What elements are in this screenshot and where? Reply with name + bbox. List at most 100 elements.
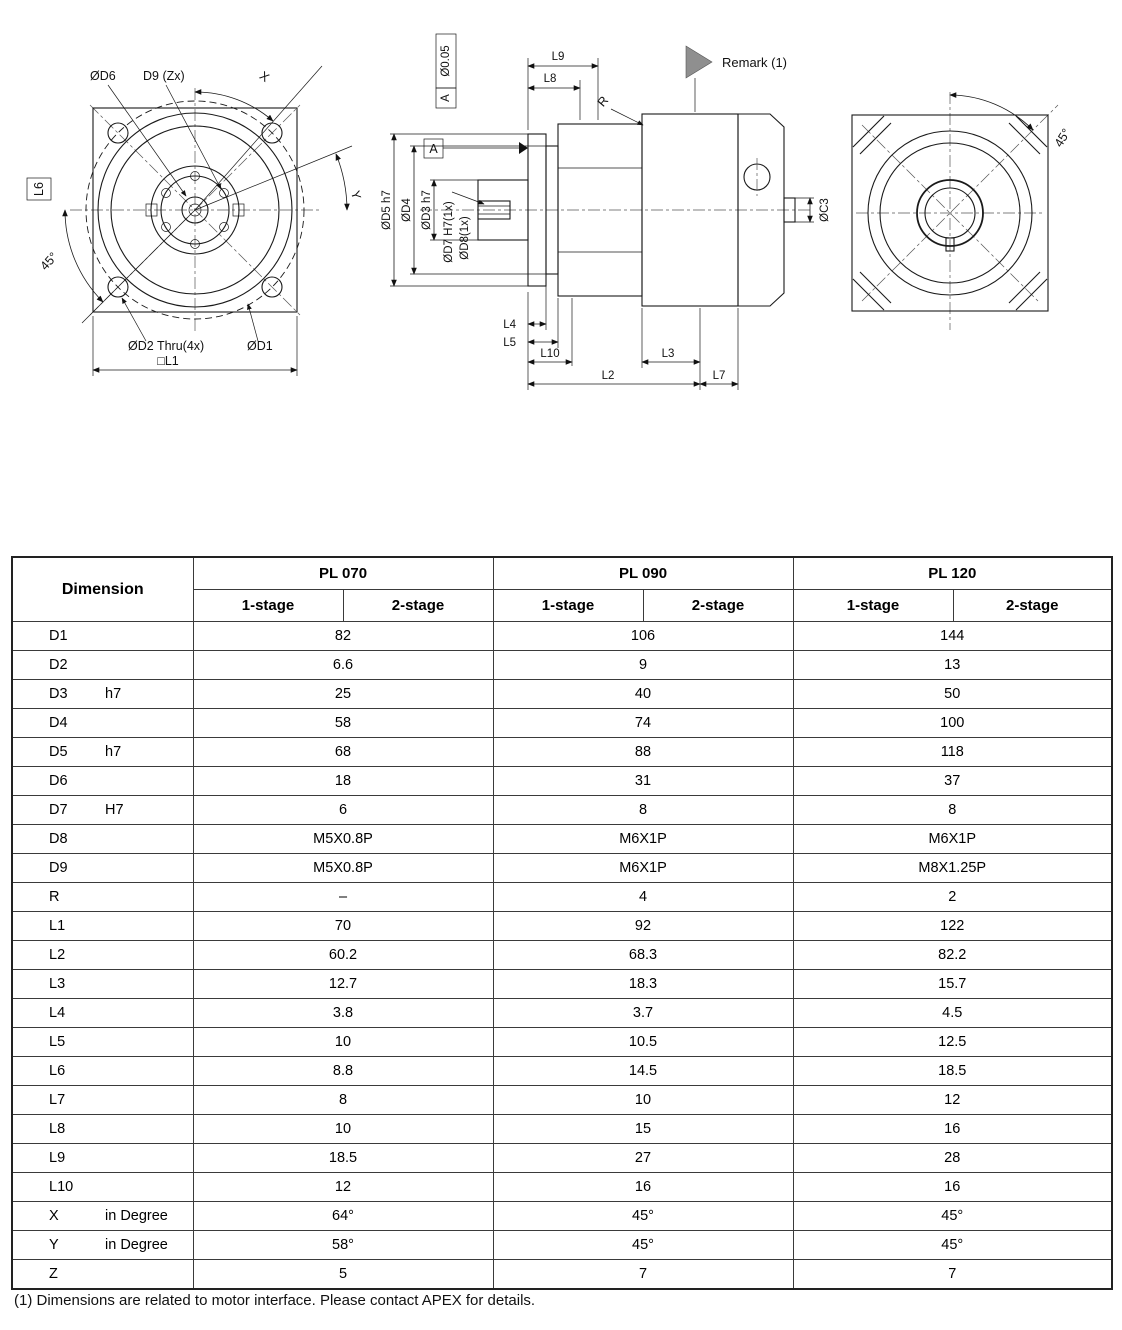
d5-label: ØD5 h7 <box>381 190 393 230</box>
dimension-label: D4 <box>11 708 194 738</box>
technical-drawing: X Y 45° ØD6 D9 (Zx) L6 ØD2 Thru(4x) ØD1 … <box>26 33 1074 390</box>
dimension-label: L10 <box>11 1172 194 1202</box>
dimension-value: 82.2 <box>792 940 1113 970</box>
dimension-value: 74 <box>492 708 794 738</box>
l7-label: L7 <box>713 370 726 382</box>
l8-label: L8 <box>544 73 557 85</box>
dimension-label: L5 <box>11 1027 194 1057</box>
dimension-value: 4 <box>492 882 794 912</box>
c3-label: ØC3 <box>819 198 831 222</box>
dimension-value: 70 <box>192 911 494 941</box>
dimension-label: L9 <box>11 1143 194 1173</box>
dimension-value: M6X1P <box>492 853 794 883</box>
dimension-value: 28 <box>792 1143 1113 1173</box>
dimension-value: 3.7 <box>492 998 794 1028</box>
dimension-value: 118 <box>792 737 1113 767</box>
dimension-label: R <box>11 882 194 912</box>
d6-label: ØD6 <box>90 69 116 83</box>
dimension-value: 45° <box>792 1201 1113 1231</box>
dimension-value: 16 <box>792 1172 1113 1202</box>
dimension-value: M8X1.25P <box>792 853 1113 883</box>
d9-label: D9 (Zx) <box>143 69 185 83</box>
dimension-label: L2 <box>11 940 194 970</box>
d1-label: ØD1 <box>247 339 273 353</box>
dimension-value: 18.3 <box>492 969 794 999</box>
d4-label: ØD4 <box>401 198 413 222</box>
front-view: X Y 45° ØD6 D9 (Zx) L6 ØD2 Thru(4x) ØD1 … <box>26 65 364 376</box>
dimension-value: 31 <box>492 766 794 796</box>
l6-label: L6 <box>32 182 46 196</box>
l1-label: □L1 <box>157 354 179 368</box>
dimension-value: 58° <box>192 1230 494 1260</box>
dimension-value: 8.8 <box>192 1056 494 1086</box>
dimension-value: 18.5 <box>192 1143 494 1173</box>
l4-label: L4 <box>503 319 516 331</box>
dimension-value: 45° <box>492 1201 794 1231</box>
dimension-value: 25 <box>192 679 494 709</box>
dimension-value: 82 <box>192 621 494 651</box>
dimension-value: 9 <box>492 650 794 680</box>
r-label: R <box>595 93 612 109</box>
stage-header: 2-stage <box>642 589 794 622</box>
dimension-label: D6 <box>11 766 194 796</box>
dimension-value: 50 <box>792 679 1113 709</box>
stage-header: 2-stage <box>342 589 494 622</box>
dimension-label: D9 <box>11 853 194 883</box>
dimension-value: 106 <box>492 621 794 651</box>
dimension-value: 144 <box>792 621 1113 651</box>
dimension-value: 40 <box>492 679 794 709</box>
rear-view: 45° <box>851 92 1074 330</box>
dimension-value: 15 <box>492 1114 794 1144</box>
stage-header: 1-stage <box>792 589 954 622</box>
model-header: PL 090 <box>492 556 794 590</box>
dimension-value: 64° <box>192 1201 494 1231</box>
dimension-value: 2 <box>792 882 1113 912</box>
dimension-value: 4.5 <box>792 998 1113 1028</box>
d2-label: ØD2 Thru(4x) <box>128 339 204 353</box>
dimension-value: 16 <box>492 1172 794 1202</box>
angle-x-label: X <box>257 69 272 86</box>
l2-label: L2 <box>602 370 615 382</box>
dimension-value: 68.3 <box>492 940 794 970</box>
dimension-value: 8 <box>492 795 794 825</box>
stage-header: 2-stage <box>952 589 1113 622</box>
dimension-value: 18 <box>192 766 494 796</box>
tolerance-datum-label: A <box>440 94 452 102</box>
dimension-value: 14.5 <box>492 1056 794 1086</box>
datum-label: A <box>429 142 438 156</box>
dimension-label: L8 <box>11 1114 194 1144</box>
dimension-value: 8 <box>192 1085 494 1115</box>
dimension-value: – <box>192 882 494 912</box>
model-header: PL 120 <box>792 556 1113 590</box>
dimension-label: L3 <box>11 969 194 999</box>
dimension-value: 45° <box>792 1230 1113 1260</box>
dimension-label: L4 <box>11 998 194 1028</box>
dimension-value: 12 <box>792 1085 1113 1115</box>
side-view: L9 L8 Ø0.05 A A R Remark (1) ØD5 h7 ØD4 <box>381 33 831 390</box>
dimension-value: 58 <box>192 708 494 738</box>
tolerance-label: Ø0.05 <box>440 45 452 76</box>
dimension-value: 6.6 <box>192 650 494 680</box>
datum-triangle <box>519 142 528 154</box>
l3-label: L3 <box>662 348 675 360</box>
dimension-label: D2 <box>11 650 194 680</box>
dimension-value: 15.7 <box>792 969 1113 999</box>
dimension-label: D1 <box>11 621 194 651</box>
d8-label: ØD8(1x) <box>459 216 471 260</box>
